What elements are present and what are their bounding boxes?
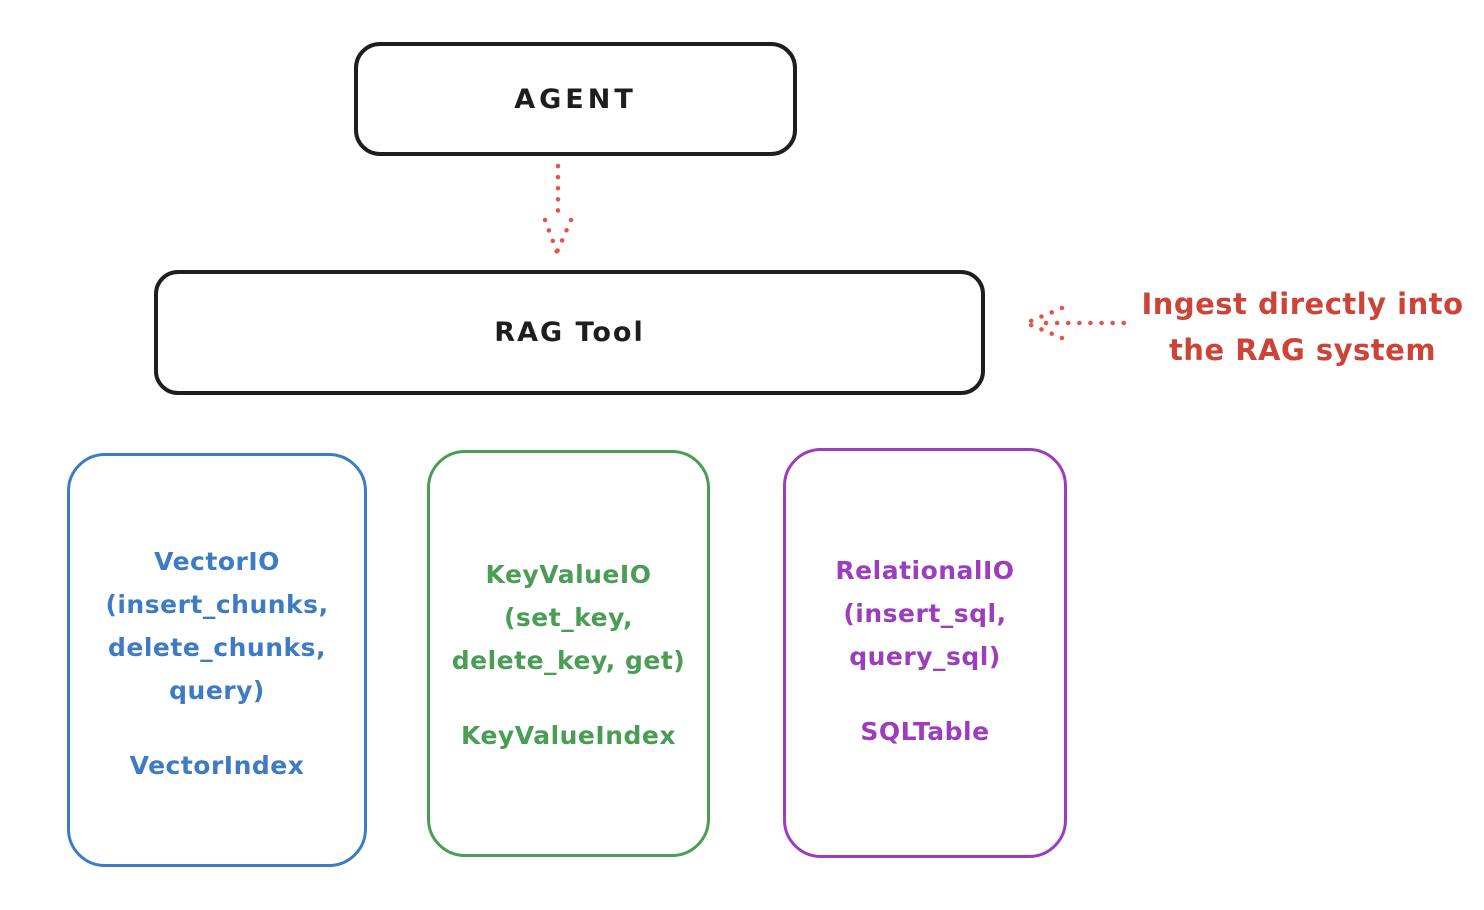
arrow-agent-to-rag-tool-icon	[542, 163, 574, 255]
key-value-io-title-line-3: delete_key, get)	[451, 646, 686, 675]
vector-io-title-line-1: VectorIO	[154, 547, 280, 576]
sql-table-label: SQLTable	[860, 717, 990, 746]
agent-label: AGENT	[514, 83, 637, 115]
relational-io-node: RelationalIO (insert_sql, query_sql) SQL…	[783, 448, 1067, 858]
ingest-note-line-1: Ingest directly into	[1141, 287, 1464, 321]
vector-io-title-line-3: delete_chunks,	[108, 633, 326, 662]
key-value-io-node: KeyValueIO (set_key, delete_key, get) Ke…	[427, 450, 710, 857]
ingest-note: Ingest directly into the RAG system	[1135, 281, 1470, 373]
relational-io-title-line-2: (insert_sql,	[843, 599, 1007, 628]
arrow-ingest-into-rag-icon	[1023, 305, 1133, 341]
ingest-note-line-2: the RAG system	[1168, 333, 1437, 367]
vector-io-title-line-2: (insert_chunks,	[105, 590, 329, 619]
rag-tool-label: RAG Tool	[494, 317, 645, 348]
vector-io-node: VectorIO (insert_chunks, delete_chunks, …	[67, 453, 367, 867]
rag-tool-node: RAG Tool	[154, 270, 985, 395]
key-value-index-label: KeyValueIndex	[461, 721, 676, 750]
vector-index-label: VectorIndex	[129, 751, 305, 780]
key-value-io-title-line-2: (set_key,	[504, 603, 633, 632]
relational-io-title-line-3: query_sql)	[849, 642, 1001, 671]
relational-io-title-line-1: RelationalIO	[835, 556, 1015, 585]
key-value-io-title-line-1: KeyValueIO	[485, 560, 652, 589]
agent-node: AGENT	[354, 42, 797, 156]
vector-io-title-line-4: query)	[169, 676, 265, 705]
